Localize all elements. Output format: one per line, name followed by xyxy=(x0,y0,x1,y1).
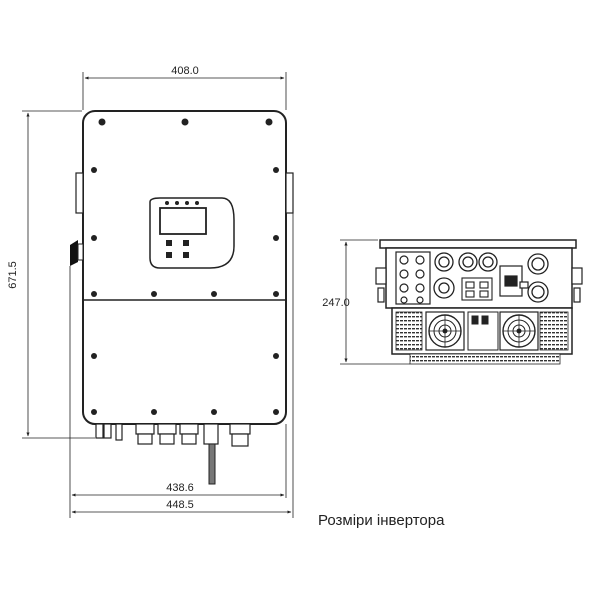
dim-bottom-width-1: 438.6 xyxy=(166,482,194,494)
side-brackets xyxy=(375,267,583,303)
bottom-switch xyxy=(499,265,529,297)
dim-top-width: 408.0 xyxy=(171,65,199,77)
left-vent-grille xyxy=(395,311,423,351)
front-view xyxy=(70,110,294,485)
bottom-vent-strip xyxy=(409,353,561,365)
bottom-view xyxy=(375,239,583,365)
cooling-fan-right xyxy=(499,311,539,351)
bottom-connectors xyxy=(95,423,251,447)
indicator-leds xyxy=(165,201,199,205)
bottom-cable xyxy=(208,443,216,485)
right-mount-tab xyxy=(285,172,294,214)
right-vent-grille xyxy=(539,311,569,351)
dim-height: 671.5 xyxy=(7,261,19,289)
dc-switch-handle xyxy=(70,240,84,266)
left-mount-tab xyxy=(75,172,84,214)
lcd-screen xyxy=(159,207,207,235)
dimension-lines xyxy=(22,72,294,518)
comm-ports xyxy=(461,277,493,301)
dim-bottom-width-2: 448.5 xyxy=(166,499,194,511)
cooling-fan-left xyxy=(425,311,465,351)
fan-gap-panel xyxy=(467,311,499,351)
control-buttons xyxy=(166,240,189,258)
caption: Розміри інвертора xyxy=(318,512,445,529)
front-screws xyxy=(91,118,279,415)
terminal-block xyxy=(395,251,431,305)
cable-glands xyxy=(433,252,549,303)
dim-depth: 247.0 xyxy=(322,297,350,309)
depth-dimension xyxy=(340,239,410,365)
